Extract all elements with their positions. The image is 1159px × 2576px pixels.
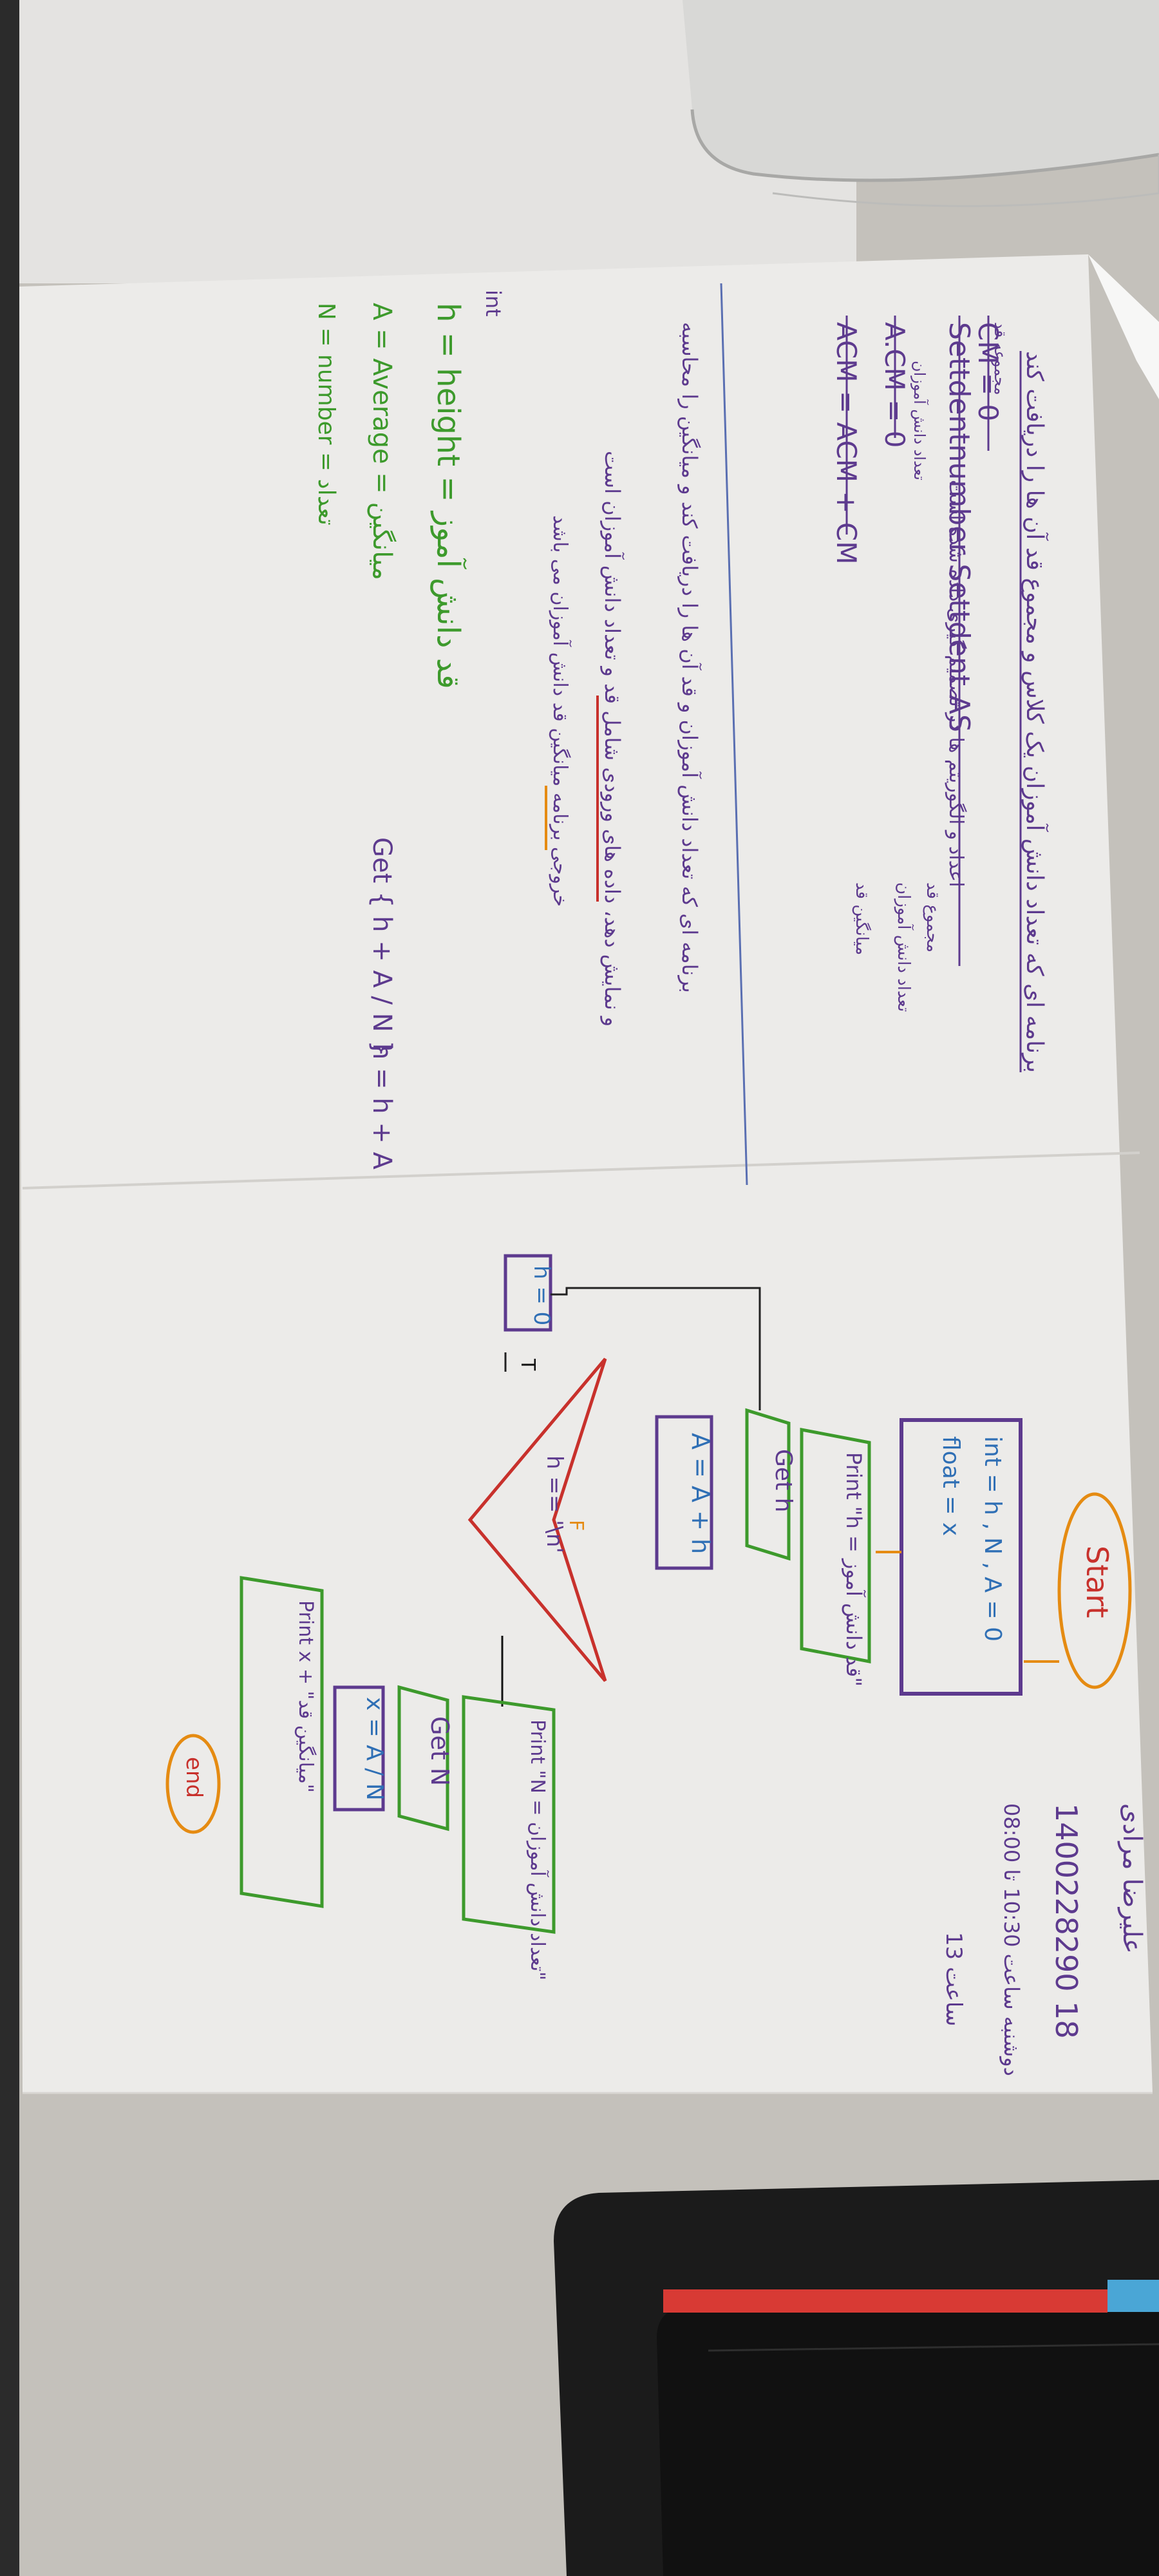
flow-f-wrap: F [565, 1520, 587, 1531]
paper-sheet [19, 254, 1159, 2094]
flow-print-h: Print "h = قد دانش آموز" [842, 1452, 867, 1687]
flow-print-h-wrap: Print "h = قد دانش آموز" [842, 1452, 867, 1687]
note-average-wrap: میانگین قد [852, 882, 872, 955]
flow-decision-diamond [467, 1358, 607, 1682]
loop-update: h = h + A [367, 1043, 397, 1170]
code-line-settdent-wrap: Settdentnumber Settdent AS [943, 316, 975, 966]
flow-declare-2-wrap: float = x [938, 1436, 964, 1536]
student-id-wrap: 1400228290 18 [1049, 1803, 1084, 2039]
flow-print-n-shape [462, 1695, 556, 1934]
note-count-wrap: تعداد دانش آموزان [894, 882, 914, 1012]
flow-start-wrap: Start [1080, 1546, 1115, 1618]
blue-card-edge [1107, 2280, 1159, 2312]
flow-f-label: F [565, 1520, 587, 1531]
flow-get-h-wrap: Get h [770, 1449, 796, 1512]
flow-assign-a-box [655, 1415, 713, 1570]
student-name-wrap: علیرضا مرادی [1117, 1803, 1147, 1954]
laptop [683, 0, 1159, 207]
paper-corner-fold [1088, 254, 1159, 399]
student-session-wrap: ساعت 13 [941, 1932, 966, 2027]
flow-start: Start [1080, 1546, 1115, 1618]
flow-print-x-shape [240, 1576, 324, 1908]
red-card-edge [663, 2289, 1107, 2313]
var-line-3-wrap: N = number = تعداد [313, 303, 339, 526]
paragraph-line-3: خروجی برنامه میانگین قد دانش آموزان می ب… [549, 515, 572, 907]
flow-assign-a-wrap: A = A + h [686, 1433, 715, 1554]
note-students: تعداد دانش آموزان [910, 361, 929, 480]
center-fold-line [22, 1151, 1140, 1189]
note-count: تعداد دانش آموزان [894, 882, 914, 1012]
code-block-top: مجموعه قد [991, 322, 1009, 395]
flow-print-n-wrap: Print "N = تعداد دانش آموزان" [526, 1719, 549, 1980]
note-average: میانگین قد [852, 882, 872, 955]
left-edge-shadow [0, 0, 19, 2576]
note-height-sum-wrap: مجموع قد [923, 882, 942, 952]
flow-get-h: Get h [770, 1449, 796, 1512]
student-time-wrap: دوشنبه ساعت 10:30 تا 08:00 [999, 1803, 1024, 2076]
flow-start-oval [1057, 1492, 1132, 1689]
loop-get: Get { h + A / N } [367, 837, 397, 1057]
flow-assign-x-wrap: x = A / N [361, 1697, 388, 1801]
flow-get-n-shape [397, 1685, 449, 1832]
note-students-wrap: تعداد دانش آموزان [910, 361, 929, 480]
flow-decision: h == '\n' [542, 1455, 567, 1553]
paragraph-line-3-wrap: خروجی برنامه میانگین قد دانش آموزان می ب… [545, 515, 572, 907]
flow-declare-1-wrap: int = h , N , A = 0 [979, 1436, 1006, 1642]
loop-get-wrap: Get { h + A / N } [367, 837, 397, 1057]
flow-declare-2: float = x [938, 1436, 964, 1536]
flow-declare-1: int = h , N , A = 0 [979, 1436, 1006, 1642]
notes-divider [720, 283, 748, 1186]
flow-end-oval [165, 1734, 221, 1834]
var-type-wrap: int [481, 290, 505, 317]
student-time: دوشنبه ساعت 10:30 تا 08:00 [999, 1803, 1024, 2076]
flow-t-label: T [516, 1358, 539, 1371]
paragraph-line-2: و نمایش دهد، داده های ورودی شامل قد و تع… [600, 451, 625, 1027]
code-line-acm-wrap: A.CM = 0 [879, 316, 910, 448]
student-id: 1400228290 18 [1049, 1803, 1084, 2039]
code-line-cm-wrap: CM = 0 [972, 316, 1004, 451]
flow-end: end [181, 1757, 207, 1798]
flow-get-n: Get N [426, 1716, 454, 1786]
flow-assign-a: A = A + h [686, 1433, 715, 1554]
header-line-1: برنامه ای که تعداد دانش آموزان یک کلاس و… [1021, 351, 1050, 1073]
paragraph-line-1: برنامه ای که تعداد دانش آموزان و قد آن ه… [677, 322, 702, 993]
var-line-2-wrap: A = Average = میانگین [367, 303, 397, 580]
flow-print-n: Print "N = تعداد دانش آموزان" [526, 1719, 549, 1980]
header-block: برنامه ای که تعداد دانش آموزان یک کلاس و… [945, 351, 1050, 1073]
flow-reset-h-box [504, 1254, 552, 1332]
note-height-sum: مجموع قد [923, 882, 942, 952]
var-line-2: A = Average = میانگین [367, 303, 397, 580]
paragraph-line-1-wrap: برنامه ای که تعداد دانش آموزان و قد آن ه… [677, 322, 702, 993]
flow-end-wrap: end [181, 1757, 207, 1798]
paragraph-line-2-wrap: و نمایش دهد، داده های ورودی شامل قد و تع… [596, 451, 625, 1027]
loop-update-wrap: h = h + A [367, 1043, 397, 1170]
var-line-1-wrap: h = height = قد دانش آموز [430, 303, 467, 689]
var-line-1: h = height = قد دانش آموز [430, 303, 467, 689]
flow-reset-h: h = 0 [529, 1265, 554, 1325]
student-name: علیرضا مرادی [1117, 1803, 1147, 1954]
flow-loop-arrow [551, 1287, 761, 1410]
code-line-sum-wrap: ACM = ACM + CM [831, 316, 862, 564]
flow-print-x-wrap: Print x + "میانگین قد" [294, 1600, 317, 1793]
flow-print-h-shape [800, 1427, 871, 1664]
header-line-2: اعداد و الگوریتم ها در تصمیم گیری داده ش… [945, 480, 967, 887]
var-type: int [481, 290, 505, 317]
note-total-height: مجموعه قد [991, 322, 1009, 395]
flow-declare-box [900, 1418, 1022, 1696]
flow-assign-x-box [333, 1685, 385, 1812]
flow-t-wrap: T [516, 1358, 539, 1371]
flow-assign-x: x = A / N [361, 1697, 388, 1801]
wallet [554, 2180, 1159, 2576]
flow-get-h-shape [745, 1408, 791, 1561]
flow-reset-h-wrap: h = 0 [529, 1265, 554, 1325]
flow-print-x: Print x + "میانگین قد" [294, 1600, 317, 1793]
flow-decision-wrap: h == '\n' [542, 1455, 567, 1553]
var-line-3: N = number = تعداد [313, 303, 339, 526]
flow-get-n-wrap: Get N [426, 1716, 454, 1786]
student-session: ساعت 13 [941, 1932, 966, 2027]
